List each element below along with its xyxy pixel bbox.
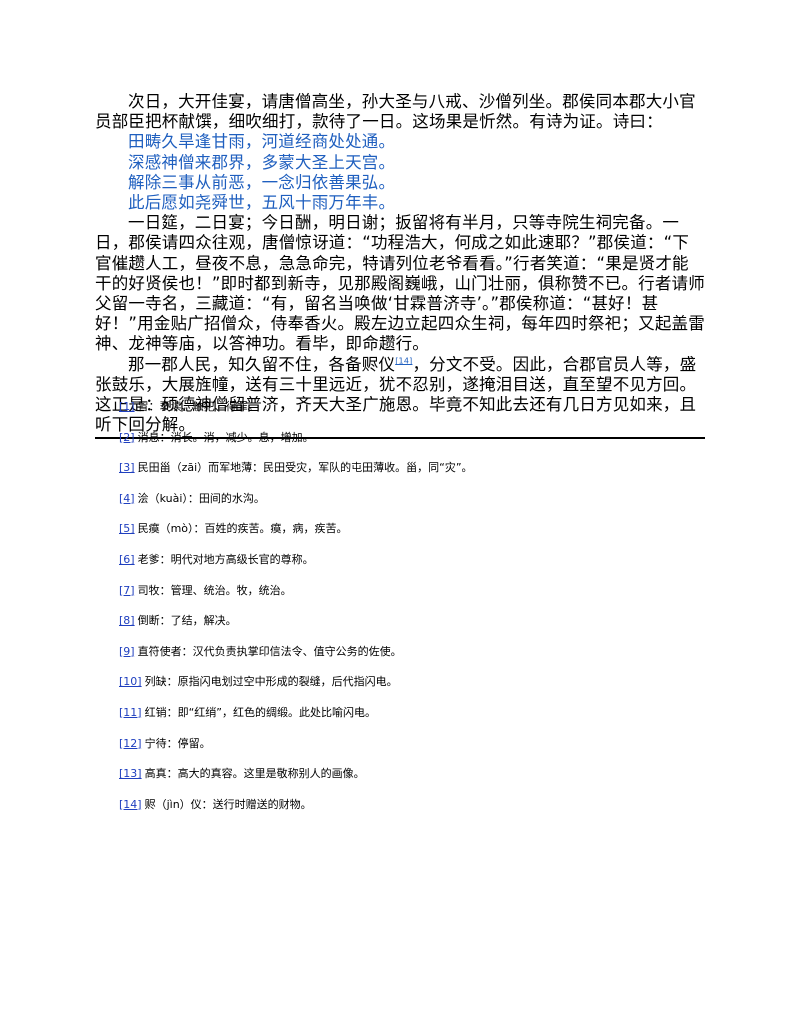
footnote-link[interactable]: [5] [119, 522, 135, 536]
footnote-item: [13]高真：高大的真容。这里是敬称别人的画像。 [119, 767, 719, 798]
poem-line: 深感神僧来郡界，多蒙大圣上天宫。 [128, 152, 396, 172]
footnote-link[interactable]: [10] [119, 675, 142, 689]
footnote-text: 宁待：停留。 [144, 736, 211, 750]
footnote-item: [9]直符使者：汉代负责执掌印信法令、值守公务的佐使。 [119, 645, 719, 676]
footnote-item: [8]倒断：了结，解决。 [119, 614, 719, 645]
paragraph: 那一郡人民，知久留不住，各备赆仪[14]，分文不受。因此，合郡官员人等，盛张鼓乐… [95, 355, 705, 436]
footnote-text: 浍（kuài）：田间的水沟。 [137, 491, 265, 505]
footnote-link[interactable]: [12] [119, 736, 142, 750]
footnote-text: 冒：亵渎、触犯、得罪。 [137, 400, 259, 413]
paragraph: 次日，大开佳宴，请唐僧高坐，孙大圣与八戒、沙僧列坐。郡侯同本郡大小官员部臣把杯献… [95, 92, 696, 132]
footnote-text: 赆（jìn）仪：送行时赠送的财物。 [144, 797, 312, 811]
footnote-item: [6]老爹：明代对地方高级长官的尊称。 [119, 553, 719, 584]
footnote-link[interactable]: [4] [119, 491, 135, 505]
footnote-item: [3]民田甾（zāi）而军地薄：民田受灾，军队的屯田薄收。甾，同“灾”。 [119, 461, 719, 492]
footnote-text: 司牧：管理、统治。牧，统治。 [137, 583, 292, 597]
main-text: 次日，大开佳宴，请唐僧高坐，孙大圣与八戒、沙僧列坐。郡侯同本郡大小官员部臣把杯献… [95, 92, 705, 440]
footnote-text: 红销：即“红绡”，红色的绸缎。此处比喻闪电。 [144, 705, 376, 719]
footnote-item: [12]宁待：停留。 [119, 737, 719, 768]
poem-line: 此后愿如尧舜世，五风十雨万年丰。 [128, 193, 396, 213]
footnote-text: 老爹：明代对地方高级长官的尊称。 [137, 552, 314, 566]
footnote-link[interactable]: [7] [119, 583, 135, 597]
footnote-text: 民田甾（zāi）而军地薄：民田受灾，军队的屯田薄收。甾，同“灾”。 [137, 461, 473, 475]
footnote-item: [5]民瘼（mò）：百姓的疾苦。瘼，病，疾苦。 [119, 522, 719, 553]
footnote-item: [4]浍（kuài）：田间的水沟。 [119, 492, 719, 523]
footnote-item: [2]消息：消长。消，减少。息，增加。 [119, 431, 719, 462]
footnote-text: 民瘼（mò）：百姓的疾苦。瘼，病，疾苦。 [137, 522, 348, 536]
footnote-item: [14]赆（jìn）仪：送行时赠送的财物。 [119, 798, 719, 829]
poem-line: 田畴久旱逢甘雨，河道经商处处通。 [128, 132, 396, 152]
footnote-link[interactable]: [8] [119, 614, 135, 628]
footnote-text: 列缺：原指闪电划过空中形成的裂缝，后代指闪电。 [144, 675, 398, 689]
footnote-link[interactable]: [9] [119, 644, 135, 658]
section-divider [95, 437, 705, 440]
footnote-item: [7]司牧：管理、统治。牧，统治。 [119, 584, 719, 615]
footnotes: [1]冒：亵渎、触犯、得罪。 [2]消息：消长。消，减少。息，增加。 [3]民田… [119, 400, 719, 828]
footnote-text: 高真：高大的真容。这里是敬称别人的画像。 [144, 767, 365, 781]
paragraph-text: 那一郡人民，知久留不住，各备赆仪 [128, 354, 396, 374]
footnote-link[interactable]: [14] [119, 797, 142, 811]
footnote-item: [1]冒：亵渎、触犯、得罪。 [119, 400, 719, 431]
paragraph: 一日筵，二日宴；今日酬，明日谢；扳留将有半月，只等寺院生祠完备。一日，郡侯请四众… [95, 213, 705, 354]
footnote-text: 消息：消长。消，减少。息，增加。 [137, 430, 314, 444]
footnote-link[interactable]: [6] [119, 552, 135, 566]
footnote-link[interactable]: [2] [119, 430, 135, 444]
paragraph-text: ，分文不受。因此，合郡官员人等，盛张鼓乐，大展旌幢，送有三十里远近，犹不忍别，遂… [95, 354, 697, 435]
footnote-link[interactable]: [1] [119, 400, 135, 413]
poem-line: 解除三事从前恶，一念归依善果弘。 [128, 172, 396, 192]
footnote-link[interactable]: [11] [119, 705, 142, 719]
footnote-ref-link[interactable]: [14] [395, 356, 413, 366]
footnote-text: 倒断：了结，解决。 [137, 614, 237, 628]
footnote-item: [11]红销：即“红绡”，红色的绸缎。此处比喻闪电。 [119, 706, 719, 737]
footnote-item: [10]列缺：原指闪电划过空中形成的裂缝，后代指闪电。 [119, 675, 719, 706]
footnote-link[interactable]: [13] [119, 767, 142, 781]
footnote-link[interactable]: [3] [119, 461, 135, 475]
footnote-text: 直符使者：汉代负责执掌印信法令、值守公务的佐使。 [137, 644, 402, 658]
